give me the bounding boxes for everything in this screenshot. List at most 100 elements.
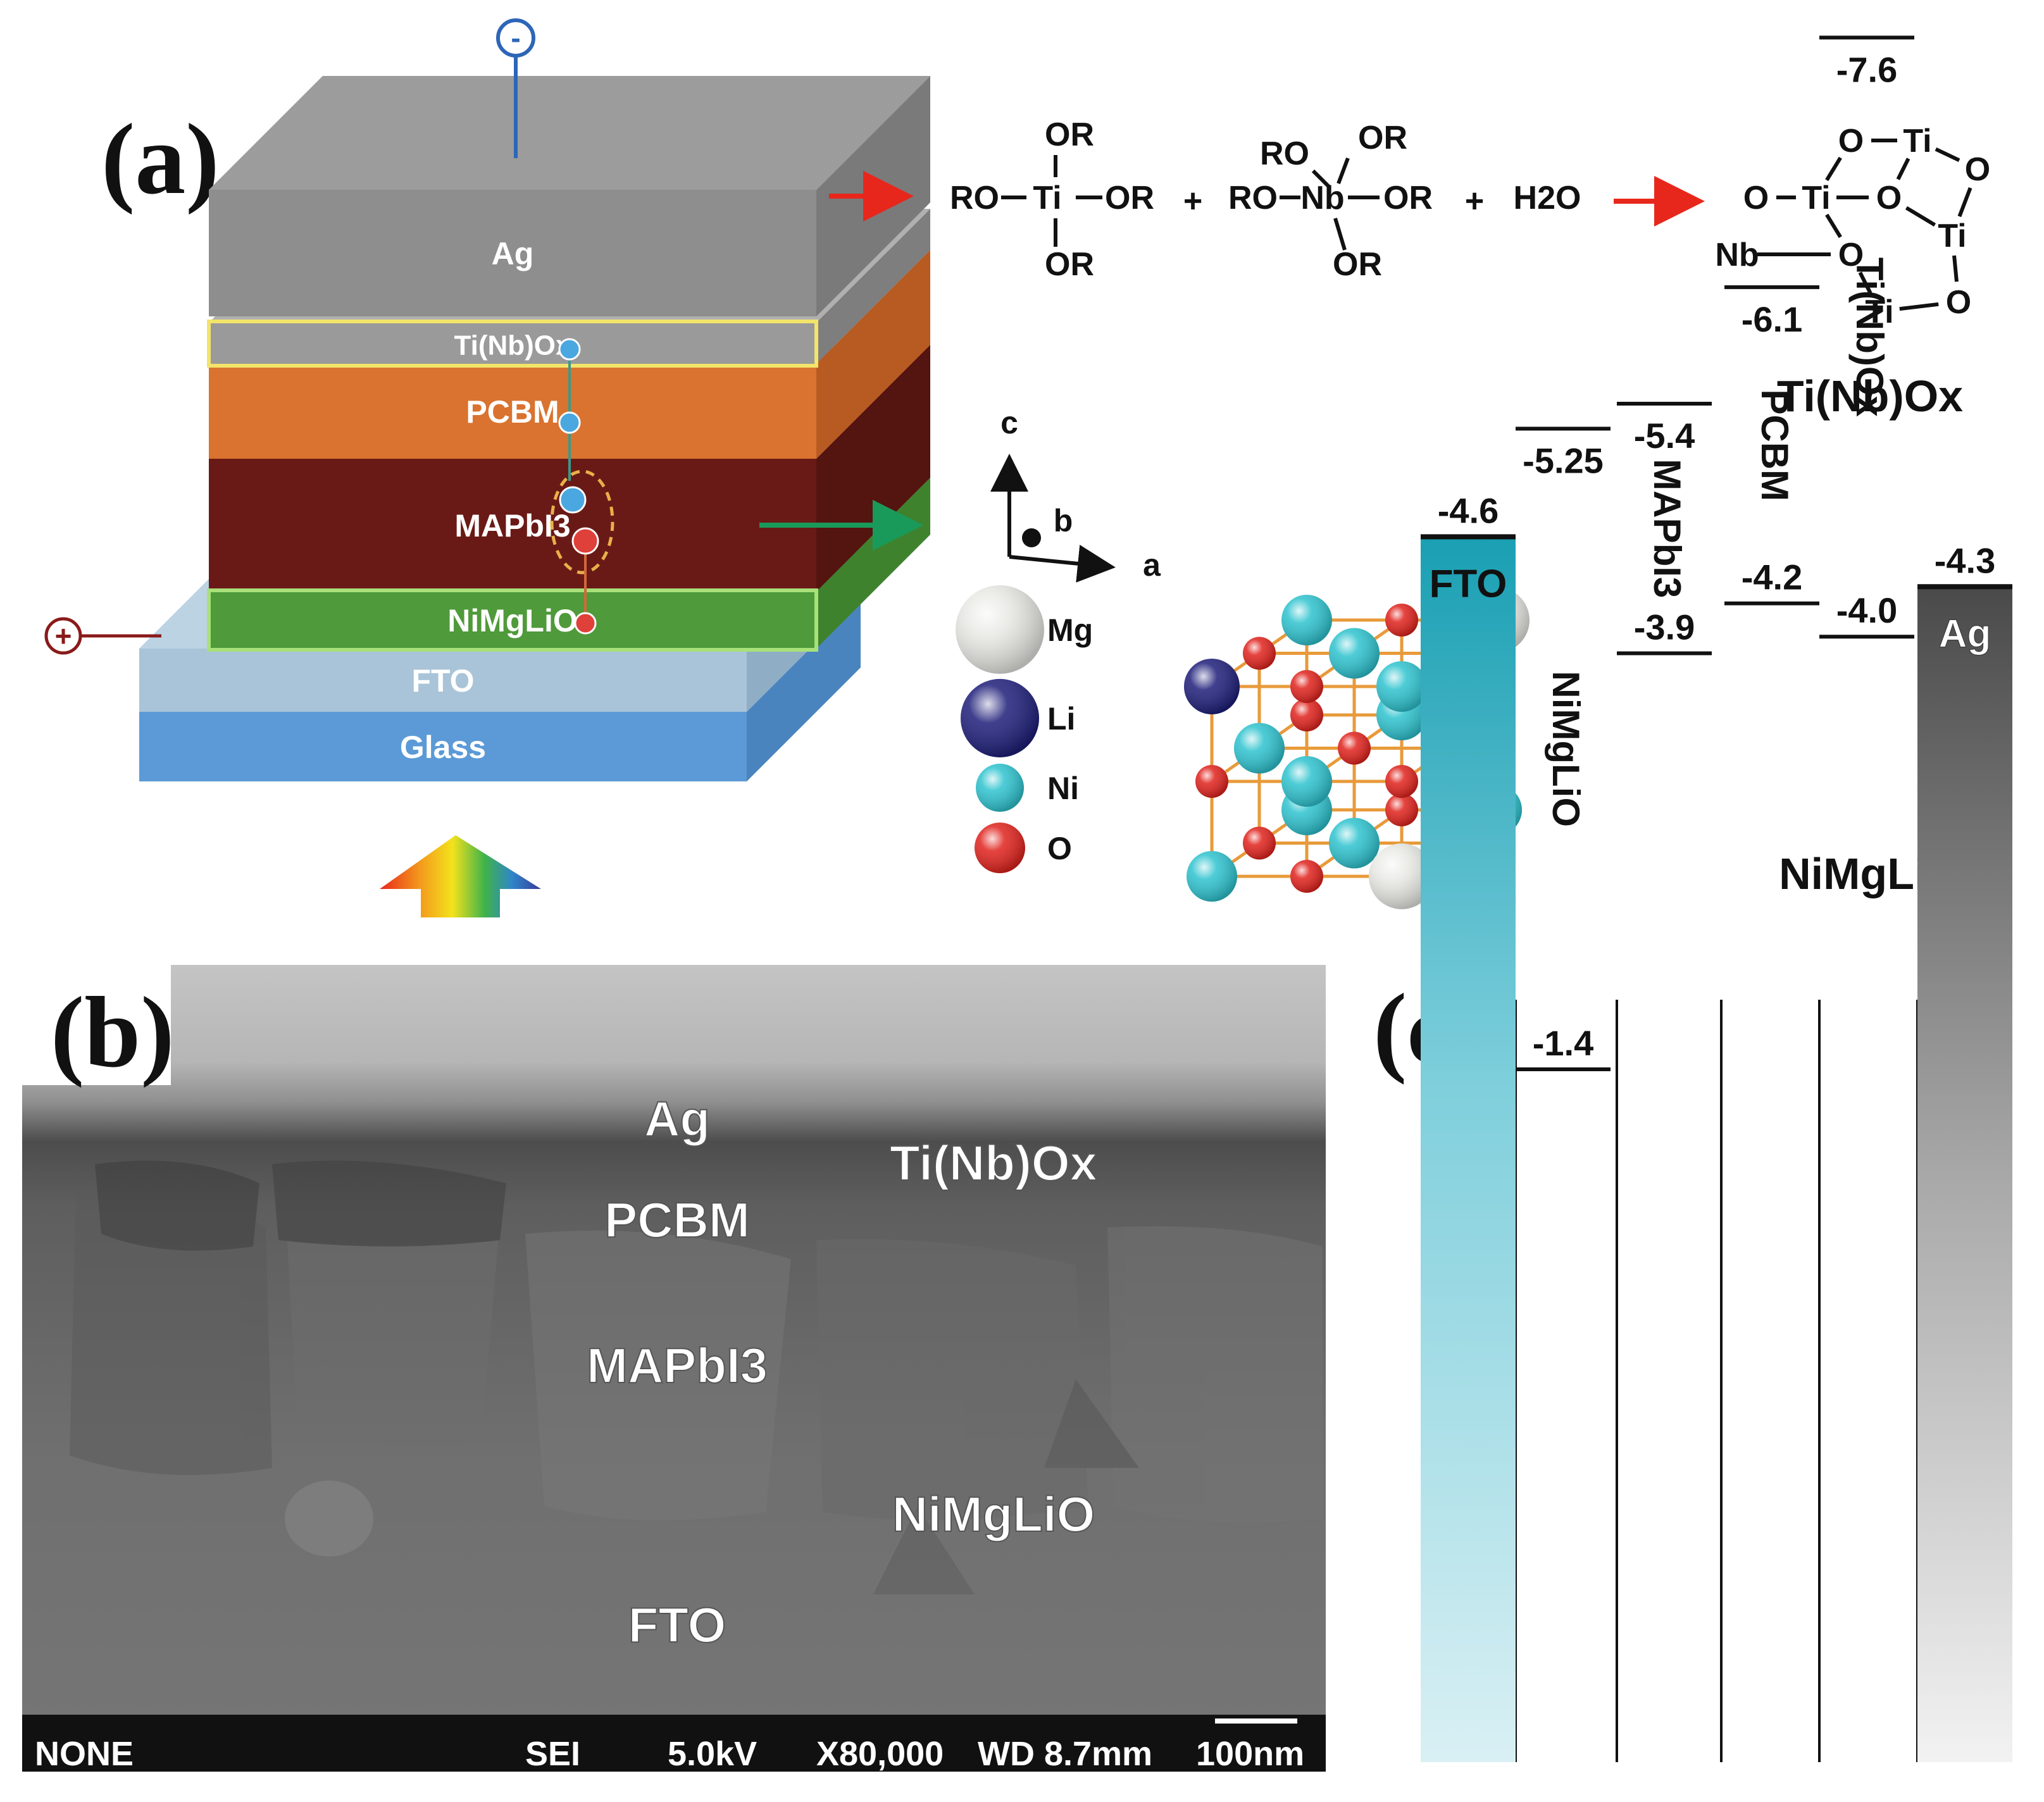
atom-shade: [1290, 699, 1323, 731]
negative-terminal: -: [496, 18, 535, 158]
energy-level-diagram: FTO-4.6NiMgLiO-5.25-1.4MAPbI3-5.4-3.9PCB…: [1421, 35, 2012, 1762]
energy-bottom-label: -6.1: [1742, 299, 1803, 339]
sem-info-4: WD 8.7mm: [978, 1735, 1152, 1773]
sem-info-bar: [22, 1715, 1326, 1772]
energy-top-label: -4.0: [1836, 590, 1898, 630]
water: H2O: [1514, 180, 1581, 216]
legend-ball-shade: [975, 823, 1025, 873]
atom-shade: [1195, 765, 1228, 798]
legend-ball-shade: [961, 679, 1039, 757]
legend-label-mg: Mg: [1047, 612, 1093, 648]
cluster-atom-ti: Ti: [1802, 180, 1830, 216]
bond: [1905, 206, 1936, 227]
energy-bar-fto: [1421, 537, 1516, 1762]
stack-layer-label: FTO: [411, 663, 474, 699]
negative-terminal-sign: -: [511, 22, 520, 54]
sem-label-fto: FTO: [628, 1597, 726, 1653]
energy-layer-name: Ti(Nb)Ox: [1848, 258, 1891, 417]
panel-c: (c) FTO-4.6NiMgLiO-5.25-1.4MAPbI3-5.4-3.…: [1373, 35, 2012, 1762]
sem-info-0: NONE: [35, 1735, 134, 1773]
stack-layer-front: [209, 323, 816, 364]
sem-info-2: 5.0kV: [668, 1735, 757, 1773]
legend-label-ni: Ni: [1047, 771, 1079, 806]
cluster-atom-ti: Ti: [1903, 123, 1931, 159]
cluster-atom-ti: Ti: [1865, 294, 1893, 330]
product-label: Ti(Nb)Ox: [1777, 371, 1963, 421]
axis-b: [1022, 528, 1041, 547]
ro-left: RO: [950, 180, 999, 216]
sem-info-5: 100nm: [1196, 1735, 1304, 1773]
panel-b-label: (b): [51, 976, 175, 1088]
or-nb-top: OR: [1358, 120, 1407, 156]
stack-layer-front: [139, 712, 747, 781]
energy-top-label: -4.2: [1742, 557, 1803, 597]
stack-layer-side: [816, 345, 930, 592]
cluster-atom-o: O: [1743, 180, 1769, 216]
axis-b-label: b: [1054, 503, 1073, 538]
sem-label-mapbi3: MAPbI3: [587, 1338, 768, 1393]
atom-shade: [1385, 604, 1418, 637]
sem-label-ti-nb-ox: Ti(Nb)Ox: [890, 1135, 1097, 1191]
ro-nb-left: RO: [1228, 180, 1278, 216]
atom-shade: [1329, 628, 1380, 679]
stack-layer-label: PCBM: [466, 394, 559, 430]
or-bottom: OR: [1045, 246, 1094, 283]
sem-info-3: X80,000: [816, 1735, 944, 1773]
atom-shade: [1376, 661, 1427, 712]
nimglio-highlight: [207, 588, 818, 652]
energy-top-label: -3.9: [1634, 607, 1695, 647]
cluster-atom-o: O: [1965, 151, 1990, 188]
energy-layer-name: Ag: [1939, 612, 1991, 656]
sem-info-1: SEI: [525, 1735, 580, 1773]
stack-layer-side: [816, 250, 930, 459]
sem-label-ag: Ag: [644, 1091, 710, 1146]
bond: [1337, 157, 1350, 185]
stack-layer-front: [209, 592, 816, 649]
energy-layer-nimglio: NiMgLiO-5.25-1.4: [1516, 426, 1611, 1071]
stack-layer-label: Glass: [400, 730, 486, 765]
energy-bottom-label: -5.4: [1634, 416, 1695, 456]
charge-carriers: [550, 338, 614, 635]
stack-layer-front: [209, 364, 816, 459]
legend-label-li: Li: [1047, 701, 1075, 736]
stack-layer-label: NiMgLiO: [447, 603, 578, 638]
stack-layer-front: [209, 190, 816, 316]
bond: [1935, 147, 1960, 163]
or-nb-right: OR: [1383, 180, 1433, 216]
energy-layer-ag: Ag -4.3: [1917, 540, 2012, 1762]
atom-shade: [1369, 843, 1435, 909]
atom-shade: [1329, 817, 1380, 869]
legend-label-o: O: [1047, 831, 1072, 866]
stack-layer-front: [209, 459, 816, 592]
stack-layer-label: Ag: [492, 236, 534, 271]
or-nb-bottom: OR: [1333, 246, 1382, 283]
panel-b: NONE SEI 5.0kV X80,000 WD 8.7mm 100nm AgTi(Nb…: [22, 965, 1326, 1773]
stack-layer-side: [747, 598, 861, 781]
energy-top-label: -4.6: [1438, 490, 1499, 530]
sem-label-pcbm: PCBM: [604, 1192, 750, 1248]
energy-top-label: -4.3: [1935, 540, 1996, 580]
legend-ball-shade: [976, 764, 1024, 812]
energy-bar-ag: [1917, 587, 2012, 1762]
ti-center: Ti: [1033, 180, 1061, 216]
energy-layer-name: MAPbI3: [1646, 459, 1688, 598]
bond: [1825, 156, 1842, 182]
or-top: OR: [1045, 116, 1094, 153]
energy-layer-ti-nb-ox: Ti(Nb)Ox-7.6-4.0: [1819, 35, 1914, 639]
axis-a-label: a: [1143, 547, 1161, 583]
atom-shade: [1187, 851, 1237, 902]
bond: [1896, 158, 1910, 180]
cluster-atom-o: O: [1876, 180, 1902, 216]
energy-layer-name: NiMgLiO: [1545, 671, 1587, 827]
atom-shade: [1184, 659, 1240, 714]
energy-top-label: -1.4: [1533, 1023, 1594, 1063]
axis-a: [1009, 544, 1116, 583]
legend-ball-shade: [956, 585, 1044, 674]
atom-shade: [1243, 826, 1276, 860]
bond: [1825, 213, 1842, 239]
ro-nb-topleft: RO: [1260, 135, 1309, 172]
stack-layer-label: Ti(Nb)Ox: [454, 330, 571, 361]
